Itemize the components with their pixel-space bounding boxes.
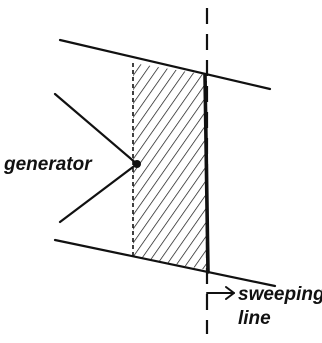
upper-boundary-line xyxy=(58,38,272,91)
sweep-direction-arrow xyxy=(206,286,235,300)
sweeping-label: sweeping xyxy=(238,284,322,305)
swept-region xyxy=(132,63,207,270)
lower-boundary-line xyxy=(53,238,277,288)
line-label: line xyxy=(238,308,271,329)
generator-label: generator xyxy=(3,154,93,175)
generator-point xyxy=(133,160,141,168)
generator-wedge xyxy=(53,92,141,224)
